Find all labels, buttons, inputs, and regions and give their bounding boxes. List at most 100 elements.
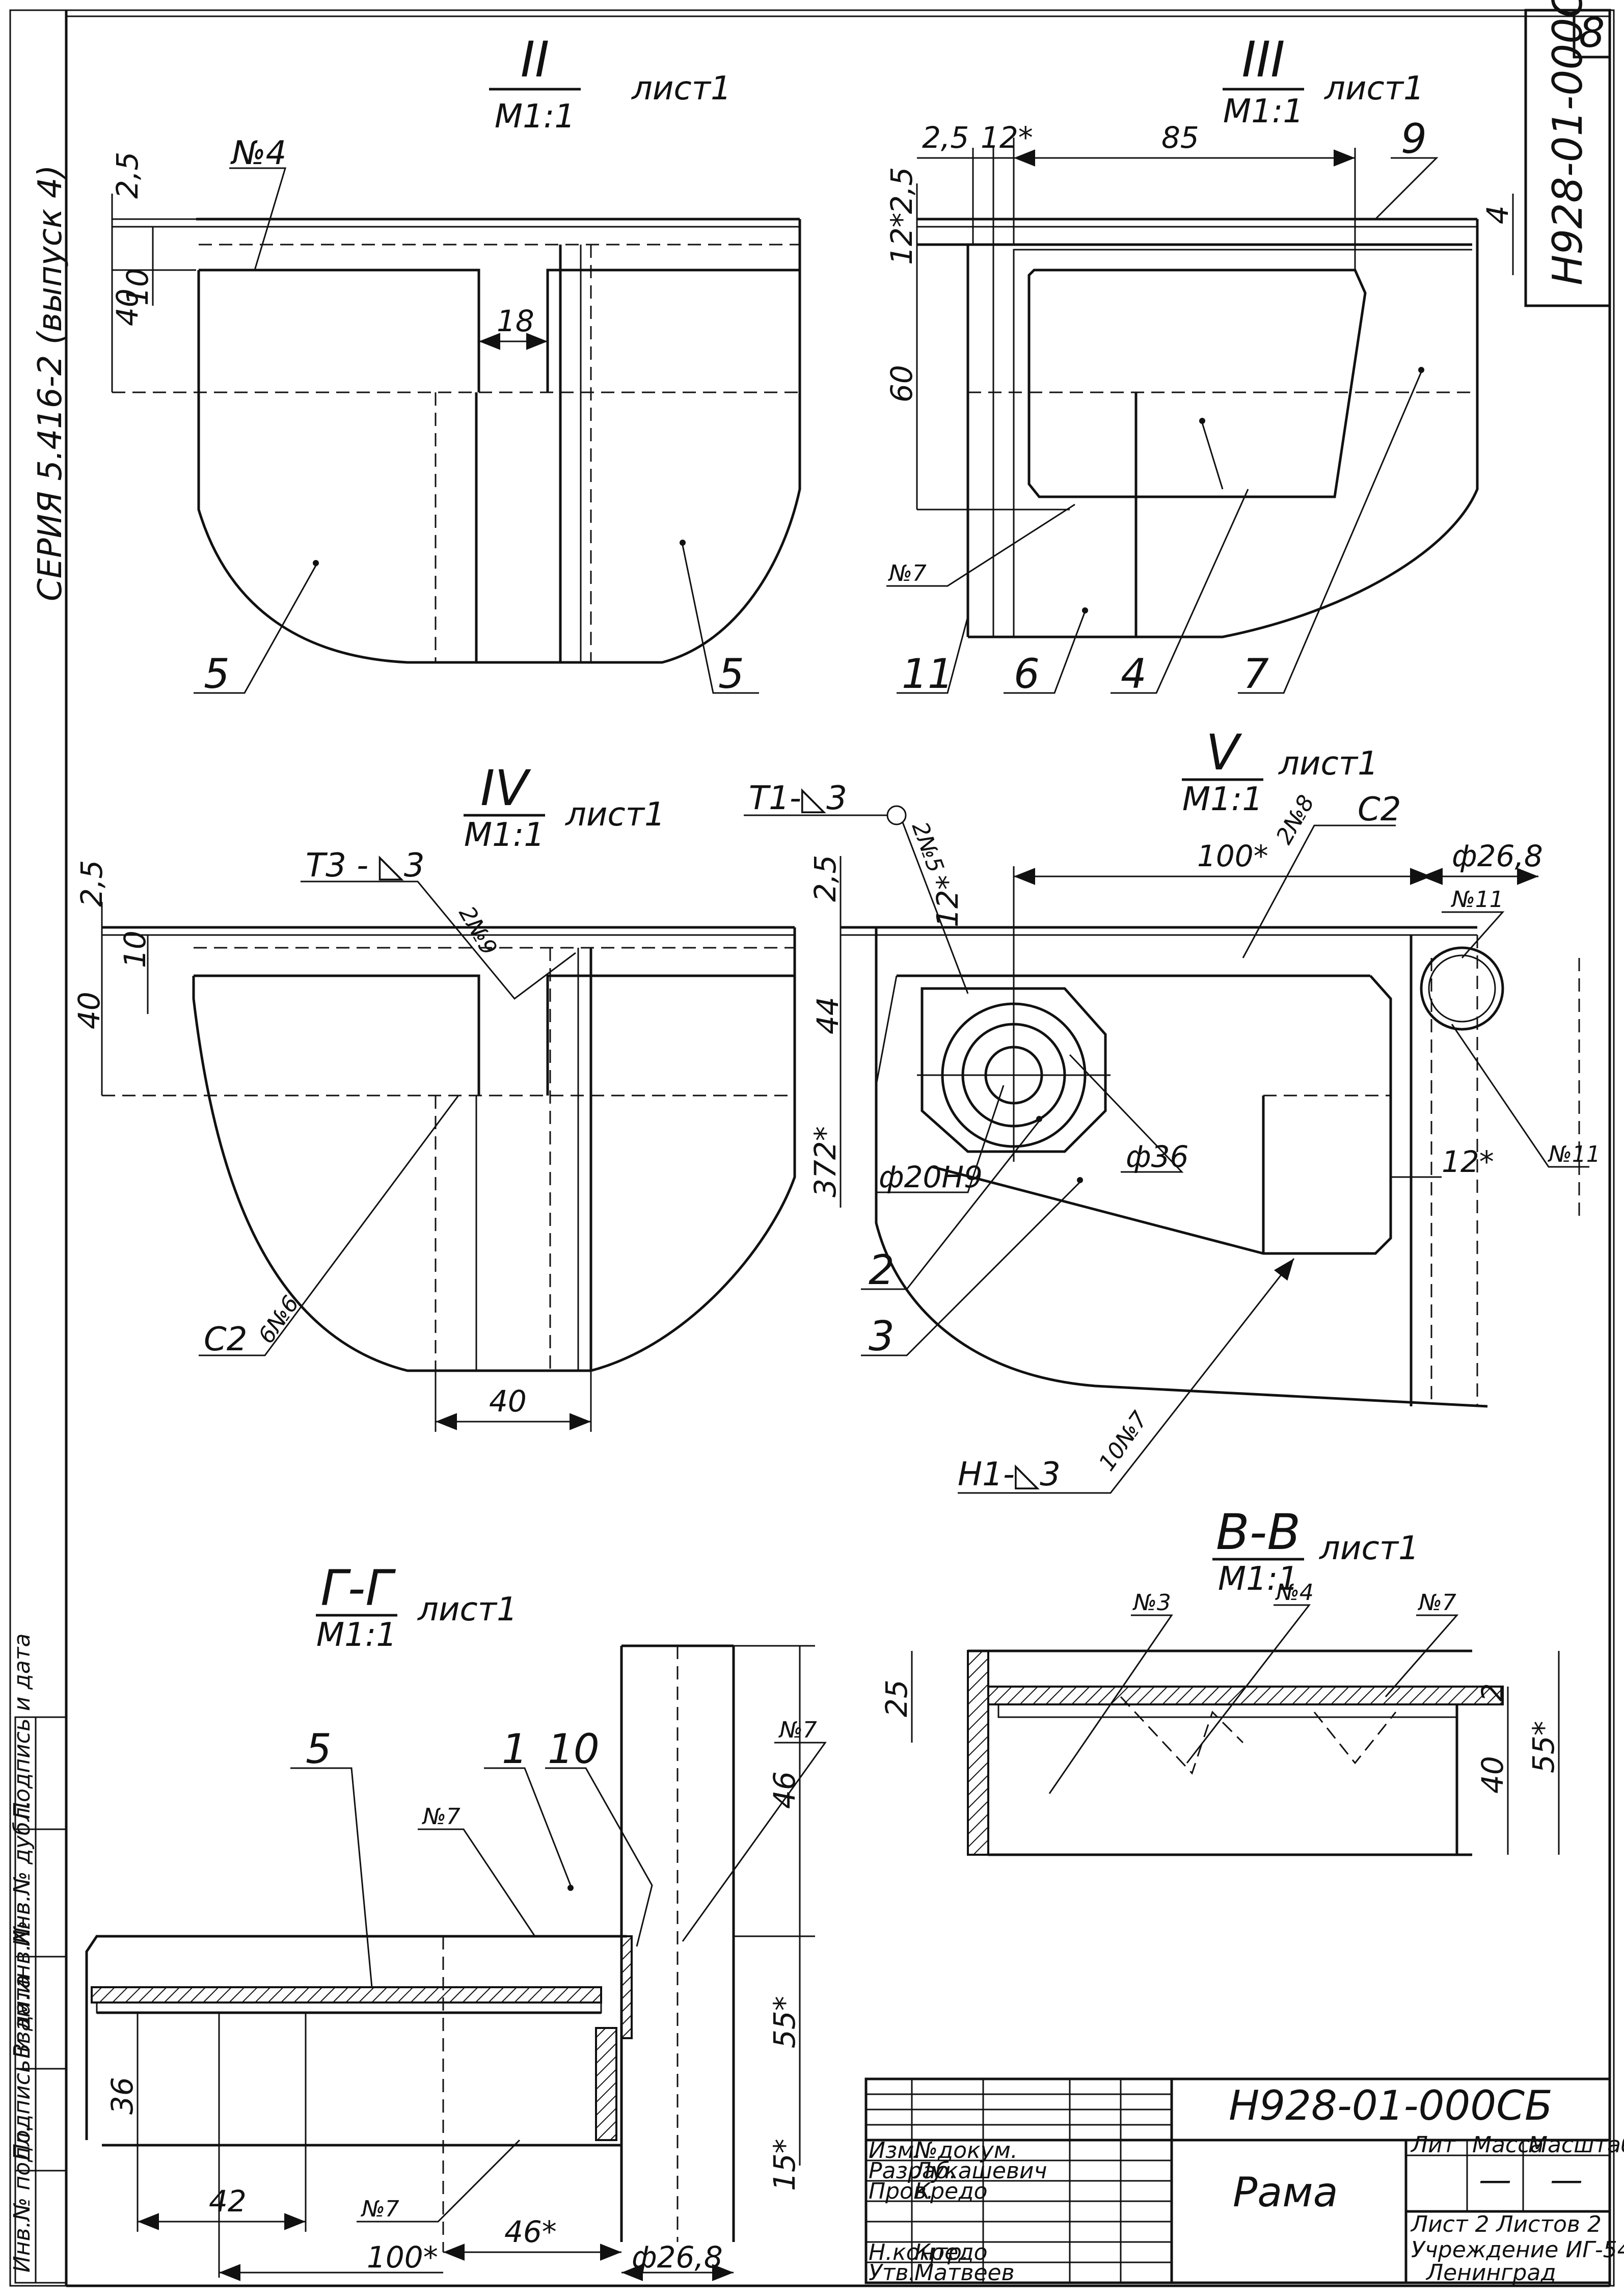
callout-number: 5 <box>204 650 230 698</box>
callout-number: 3 <box>869 1313 895 1360</box>
title-block: Н928-01-000СБ Рама Лит Масса Масштаб — —… <box>864 2077 1624 2286</box>
diameter-label: ф36 <box>1126 1139 1188 1174</box>
part-tag: №11 <box>1547 1141 1601 1167</box>
dim-label: 18 <box>497 304 534 338</box>
document-code: Н928-01-000СБ <box>1229 2082 1553 2129</box>
dim-label: 2 <box>1475 1683 1510 1702</box>
part-tag: №11 <box>1450 887 1504 913</box>
dim-label: ф26,8 <box>1452 839 1543 873</box>
part-tag: №7 <box>1417 1590 1456 1616</box>
weld-note: Н1-◺3 <box>958 1456 1061 1493</box>
weld-note: С2 <box>1358 791 1401 829</box>
part-tag: №3 <box>1132 1590 1171 1616</box>
part-tag: №7 <box>360 2196 399 2222</box>
dim-label: 2,5 <box>922 120 969 155</box>
scale-dash: — <box>1550 2161 1583 2199</box>
row-role: Пров. <box>869 2178 934 2204</box>
view-II: II М1:1 лист1 2,5 40 10 18 №4 5 <box>110 31 801 698</box>
dim-label: 15* <box>767 2139 802 2191</box>
part-tag: №4 <box>230 135 286 172</box>
view-GG: Г-Г М1:1 лист1 5 1 10 №7 №7 №7 <box>85 1560 827 2281</box>
weld-note: Т3 - ◺3 <box>306 847 425 885</box>
dim-label: 12* <box>884 212 919 265</box>
callout-number: 6 <box>1014 650 1040 698</box>
dim-label: 44 <box>810 997 845 1034</box>
dim-label: 2,5 <box>74 860 109 907</box>
view-sheet-ref: лист1 <box>417 1591 518 1628</box>
corner-number: 8 <box>1579 9 1605 57</box>
series-label: СЕРИЯ 5.416-2 (выпуск 4) <box>32 165 69 601</box>
callout-number: 4 <box>1121 650 1147 698</box>
callout-number: 9 <box>1401 115 1427 163</box>
col-head: Масса <box>1472 2132 1544 2158</box>
drawing-name: Рама <box>1233 2169 1338 2216</box>
dim-label: 46 <box>767 1771 802 1809</box>
view-scale: М1:1 <box>1218 1560 1298 1598</box>
doc-code-stamp: Н928-01-000СБ <box>1524 0 1611 307</box>
view-V: V М1:1 лист1 Т1-◺3 2№5 С2 2№8 <box>744 724 1601 1494</box>
view-sheet-ref: лист1 <box>1318 1530 1419 1567</box>
view-sheet-ref: лист1 <box>1323 70 1424 108</box>
dim-label: 12* <box>930 875 965 927</box>
row-name: №докум. <box>913 2138 1018 2164</box>
callout-number: 11 <box>902 650 954 698</box>
dim-label: 40 <box>489 1384 527 1419</box>
city: Ленинград <box>1425 2260 1556 2286</box>
dim-label: 40 <box>72 992 106 1029</box>
view-scale: М1:1 <box>1223 93 1304 130</box>
dim-label: 2,5 <box>110 152 145 199</box>
part-tag: №7 <box>887 560 927 586</box>
dim-label: 12* <box>1442 1144 1494 1179</box>
view-scale: М1:1 <box>1182 781 1263 818</box>
callout-number: 10 <box>548 1725 600 1773</box>
view-scale: М1:1 <box>464 816 545 854</box>
view-sheet-ref: лист1 <box>631 70 732 108</box>
sheet-count: Лист 2 Листов 2 <box>1410 2211 1602 2237</box>
view-III: III М1:1 лист1 2,5 12* 85 2,5 12* 60 4 9 <box>884 31 1515 698</box>
dim-label: 85 <box>1161 120 1199 155</box>
dim-label: 42 <box>209 2184 247 2219</box>
col-head: Масштаб <box>1528 2132 1624 2158</box>
dim-label: ф26,8 <box>632 2240 723 2275</box>
part-tag: №4 <box>1275 1580 1314 1606</box>
view-scale: М1:1 <box>316 1616 397 1654</box>
weld-count: 10№7 <box>1094 1407 1153 1476</box>
row-name: Кредо <box>914 2178 988 2204</box>
stamp-label: Инв.№ дубл. <box>9 1800 35 1946</box>
callout-number: 1 <box>502 1725 528 1773</box>
col-head: Лит <box>1410 2132 1456 2158</box>
dim-label: 40 <box>1475 1756 1510 1794</box>
view-sheet-ref: лист1 <box>564 796 665 834</box>
dim-label: 60 <box>884 365 919 403</box>
dim-label: 40 <box>110 288 145 326</box>
weld-count: 2№8 <box>1271 791 1319 849</box>
doc-code-vertical: Н928-01-000СБ <box>1544 0 1591 285</box>
dim-label: 10 <box>120 268 155 306</box>
dim-label: 36 <box>105 2077 140 2115</box>
dim-label: 12* <box>981 120 1033 155</box>
view-title: IV <box>480 760 531 817</box>
stamp-label: Подпись и дата <box>9 1975 35 2160</box>
dim-label: 2,5 <box>808 855 843 902</box>
part-tag: №7 <box>421 1804 461 1830</box>
callout-number: 5 <box>306 1725 332 1773</box>
dim-label: 25 <box>879 1679 914 1717</box>
dim-label: 100* <box>367 2240 438 2275</box>
callout-number: 5 <box>718 650 744 698</box>
view-VV: В-В М1:1 лист1 №3 №4 №7 25 2 40 55* <box>879 1504 1561 1856</box>
view-IV: IV М1:1 лист1 2,5 10 40 40 Т3 - ◺3 2№9 С… <box>72 760 796 1432</box>
row-name: Кредо <box>914 2239 988 2265</box>
row-name: Матвеев <box>914 2260 1015 2286</box>
diameter-label: ф20Н9 <box>879 1160 983 1194</box>
left-stamp: Инв.№ подл. Подпись и дата Взам.инв.№ Ин… <box>9 1634 67 2284</box>
view-scale: М1:1 <box>495 98 575 136</box>
view-title: Г-Г <box>320 1560 396 1617</box>
view-title: III <box>1242 31 1285 88</box>
part-tag: №7 <box>778 1717 817 1743</box>
dim-label: 4 <box>1480 205 1515 224</box>
dim-label: 10 <box>118 930 152 968</box>
mass-dash: — <box>1479 2161 1511 2199</box>
callout-number: 7 <box>1243 650 1269 698</box>
dim-label: 372* <box>808 1126 843 1197</box>
